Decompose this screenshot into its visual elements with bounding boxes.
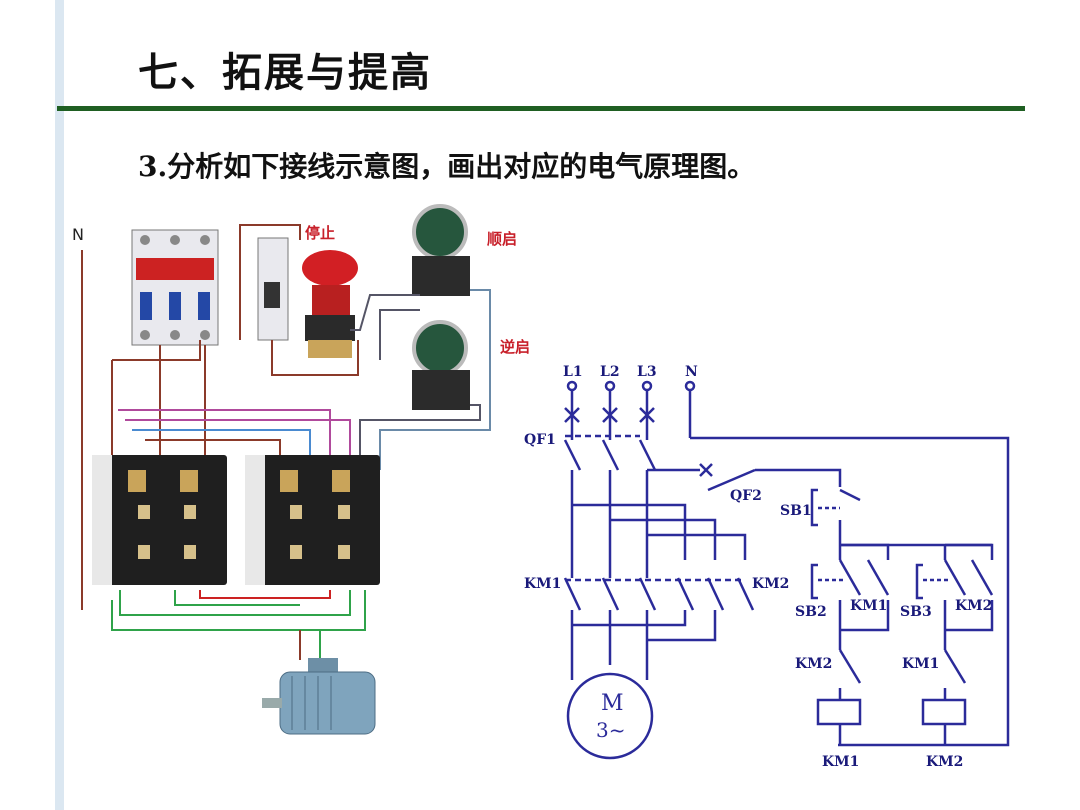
wiring-n-label: N xyxy=(72,225,84,244)
contactor-km1 xyxy=(92,455,227,585)
schematic-lines xyxy=(563,380,1010,760)
question-text: 3.分析如下接线示意图，画出对应的电气原理图。 xyxy=(138,150,756,183)
title-divider xyxy=(57,106,1025,111)
label-km2-interlock: KM2 xyxy=(795,656,832,672)
label-coil-km2: KM2 xyxy=(926,754,963,770)
page-title: 七、拓展与提高 xyxy=(138,50,432,96)
contactor-km2 xyxy=(245,455,380,585)
label-qf2: QF2 xyxy=(730,488,762,504)
label-l1: L1 xyxy=(563,364,583,380)
label-coil-km1: KM1 xyxy=(822,754,859,770)
label-sb1: SB1 xyxy=(780,503,812,519)
motor-illustration xyxy=(262,658,376,735)
stop-label: 停止 xyxy=(305,224,335,242)
label-l3: L3 xyxy=(637,364,657,380)
label-sb3: SB3 xyxy=(900,604,932,620)
label-l2: L2 xyxy=(600,364,620,380)
label-sb2: SB2 xyxy=(795,604,827,620)
motor-phase-label: 3~ xyxy=(596,718,625,742)
label-km2-main: KM2 xyxy=(752,576,789,592)
label-km2-aux: KM2 xyxy=(955,598,992,614)
left-accent-stripe xyxy=(55,0,64,810)
forward-label: 顺启 xyxy=(487,230,517,248)
single-pole-breaker xyxy=(257,237,289,341)
three-pole-breaker xyxy=(131,229,219,346)
reverse-label: 逆启 xyxy=(500,338,530,356)
label-qf1: QF1 xyxy=(524,432,556,448)
control-wires xyxy=(111,224,491,660)
reverse-button xyxy=(412,320,470,410)
label-km1-main: KM1 xyxy=(524,576,561,592)
forward-button xyxy=(412,204,470,296)
label-km1-aux: KM1 xyxy=(850,598,887,614)
label-km1-interlock: KM1 xyxy=(902,656,939,672)
label-n: N xyxy=(685,364,698,380)
stop-button xyxy=(302,250,358,358)
motor-m-label: M xyxy=(601,691,624,716)
